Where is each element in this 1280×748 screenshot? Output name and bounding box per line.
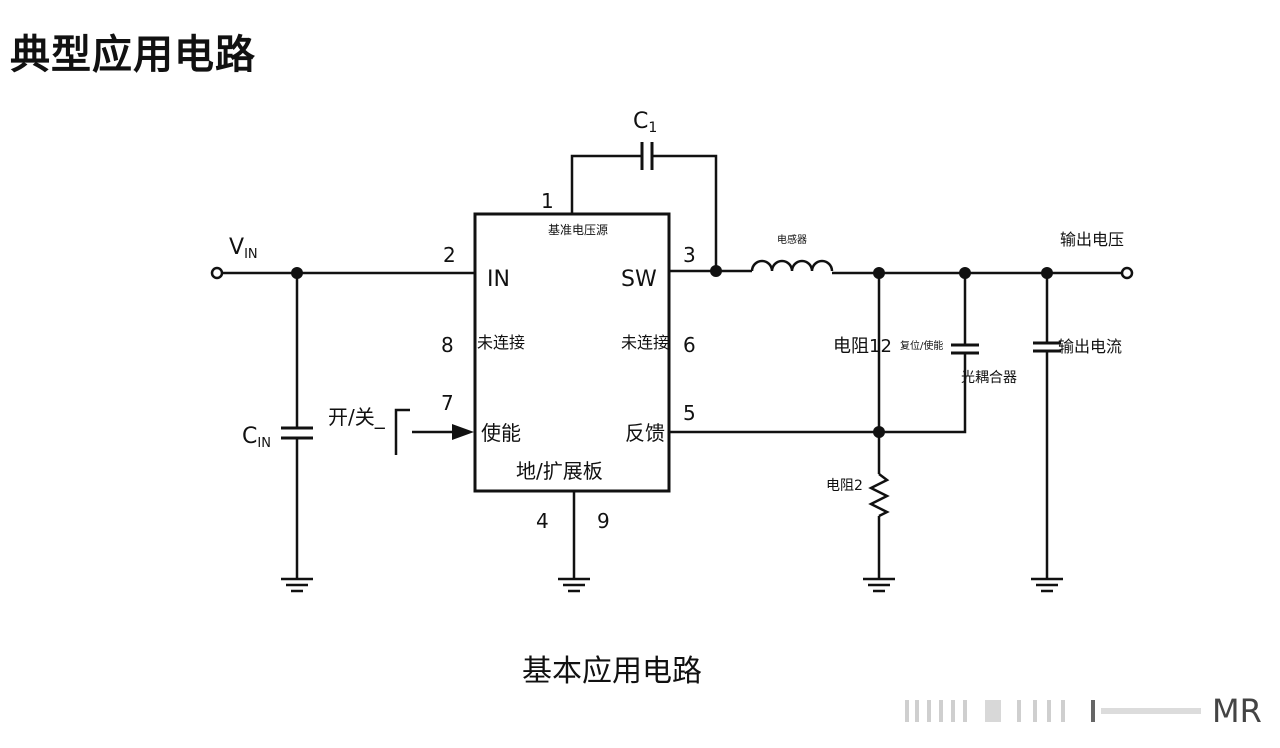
ic-pin-sw: SW <box>621 267 657 292</box>
ic-top-label: 基准电压源 <box>548 223 608 237</box>
ground-icon-cin <box>281 577 313 593</box>
junction-vin <box>291 267 303 279</box>
diagram-caption: 基本应用电路 <box>522 654 702 689</box>
ground-icon-r2 <box>863 577 895 593</box>
junction-out-1 <box>873 267 885 279</box>
switch-contact <box>394 408 410 455</box>
r1-label: 电阻12 <box>833 336 892 357</box>
junction-out-2 <box>959 267 971 279</box>
switch-label: 开/关_ <box>328 405 386 429</box>
ic-pin-enable: 使能 <box>481 421 521 445</box>
ground-icon-cout <box>1031 577 1063 593</box>
ic-pin-nc-right: 未连接 <box>621 333 669 352</box>
pin-6: 6 <box>683 333 696 357</box>
enable-arrow <box>452 424 474 440</box>
c1-label: C1 <box>633 109 657 136</box>
ic-body <box>473 212 671 493</box>
junction-sw <box>710 265 722 277</box>
cout-label: 输出电流 <box>1058 337 1122 356</box>
pin-2: 2 <box>443 243 456 267</box>
vout-label: 输出电压 <box>1060 230 1124 249</box>
vin-label: VIN <box>229 235 258 262</box>
ic-pin-nc-left: 未连接 <box>477 333 525 352</box>
pin-8: 8 <box>441 333 454 357</box>
page-title: 典型应用电路 <box>10 32 256 78</box>
ic-bottom-label: 地/扩展板 <box>516 459 603 483</box>
optocoupler-label: 光耦合器 <box>961 370 1017 386</box>
pin-3: 3 <box>683 243 696 267</box>
ic-pin-in: IN <box>487 267 510 292</box>
vout-terminal <box>1120 266 1134 280</box>
pin-5: 5 <box>683 401 696 425</box>
inductor-label: 电感器 <box>777 233 807 246</box>
pin-7: 7 <box>441 391 454 415</box>
pin-9: 9 <box>597 509 610 533</box>
watermark-barcode <box>905 700 1201 722</box>
junction-out-3 <box>1041 267 1053 279</box>
r2-label: 电阻2 <box>826 478 863 494</box>
c1-wire-right <box>652 154 718 271</box>
watermark-text: MR <box>1212 692 1262 730</box>
ground-icon-ic <box>558 577 590 593</box>
junction-fb <box>873 426 885 438</box>
vin-terminal <box>210 266 224 280</box>
inductor-coil <box>750 259 834 272</box>
r2-resistor <box>868 473 890 518</box>
cin-label: CIN <box>242 424 271 451</box>
reset-label: 复位/使能 <box>900 339 943 352</box>
opto-wire-bottom <box>879 353 967 434</box>
pin-1: 1 <box>541 189 554 213</box>
c1-wire-left <box>570 154 642 214</box>
pin-4: 4 <box>536 509 549 533</box>
ic-pin-feedback: 反馈 <box>625 421 665 445</box>
